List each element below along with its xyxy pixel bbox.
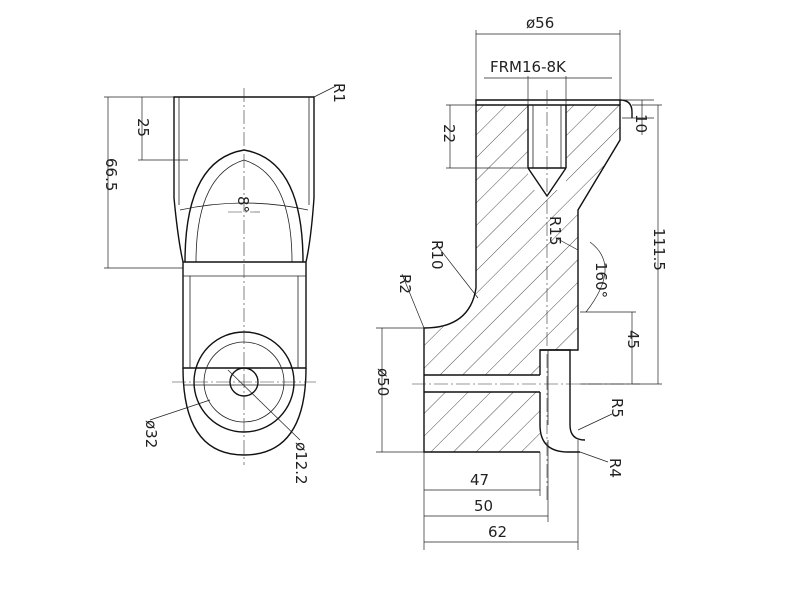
label-r2: R2 xyxy=(396,274,414,294)
label-t10: 10 xyxy=(632,114,650,133)
label-d22: 22 xyxy=(440,124,458,143)
label-h45: 45 xyxy=(624,330,642,349)
section-view: ø56 FRM16-8K 10 22 R15 160° R10 R2 111.5 xyxy=(374,14,668,550)
label-w50: 50 xyxy=(474,497,493,515)
label-r4: R4 xyxy=(606,458,624,478)
label-r1: R1 xyxy=(330,83,348,103)
label-ang8: 8° xyxy=(234,196,252,213)
side-view: R1 25 66.5 8° ø32 ø12.2 xyxy=(102,83,348,485)
label-w62: 62 xyxy=(488,523,507,541)
label-r5: R5 xyxy=(608,398,626,418)
label-r10: R10 xyxy=(428,240,446,270)
label-dia50: ø50 xyxy=(374,368,392,396)
label-h66-5: 66.5 xyxy=(102,158,120,191)
label-h111-5: 111.5 xyxy=(650,228,668,271)
label-dia12-2: ø12.2 xyxy=(292,442,310,485)
label-w47: 47 xyxy=(470,471,489,489)
label-h25: 25 xyxy=(134,118,152,137)
label-dia32: ø32 xyxy=(142,420,160,448)
label-thread: FRM16-8K xyxy=(490,58,567,76)
label-r15: R15 xyxy=(546,216,564,246)
label-dia56: ø56 xyxy=(526,14,554,32)
label-ang160: 160° xyxy=(592,262,610,298)
